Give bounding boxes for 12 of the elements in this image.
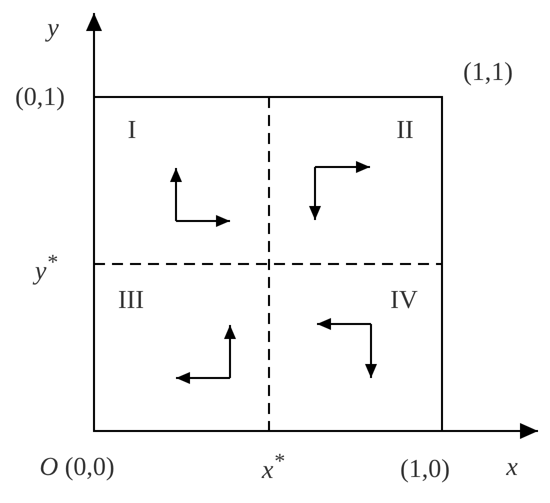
axis-tick-label: y$^{*}$ <box>34 252 58 284</box>
coordinate-label: (1,1) <box>463 59 513 85</box>
origin-label: O (0,0) <box>39 454 115 480</box>
coordinate-label: (1,0) <box>400 456 450 482</box>
quadrant-label: III <box>118 287 144 313</box>
axis-tick-label: x$^{*}$ <box>262 451 284 483</box>
quadrant-label: I <box>128 117 136 143</box>
axis-label: y <box>47 15 59 41</box>
quadrant-label: II <box>396 117 414 143</box>
quadrant-label: IV <box>390 287 418 313</box>
axis-label: x <box>506 454 518 480</box>
coordinate-label: (0,1) <box>15 84 65 110</box>
